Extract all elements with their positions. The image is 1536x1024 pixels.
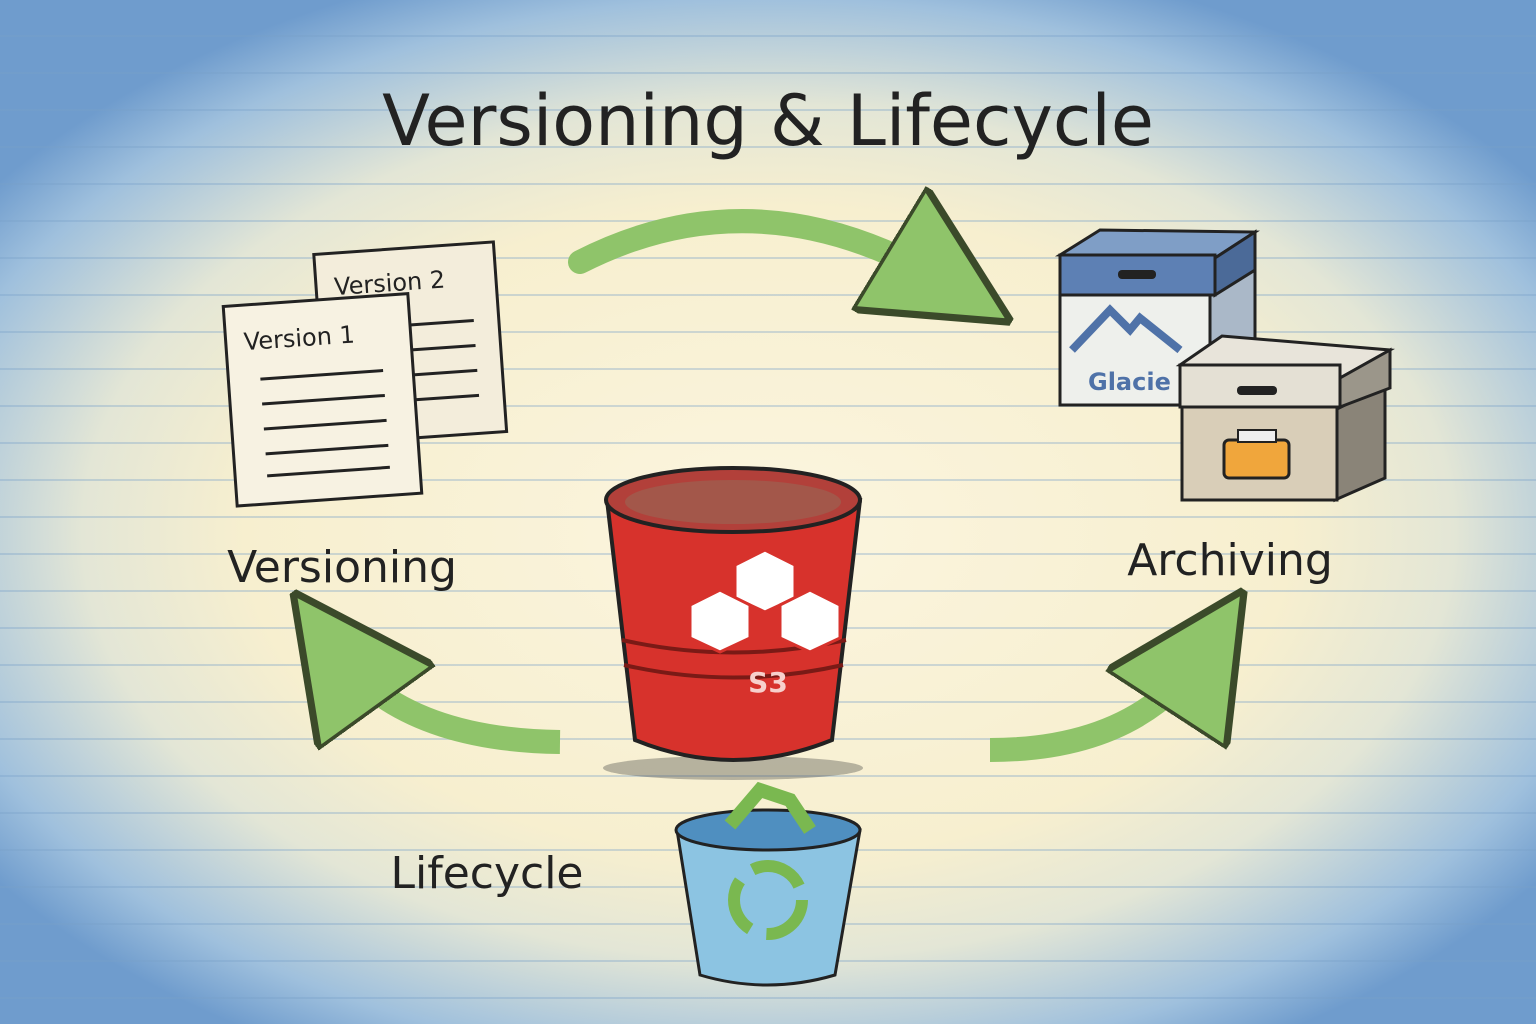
bucket-label: S3	[748, 666, 788, 699]
page-title: Versioning & Lifecycle	[382, 80, 1154, 162]
arrow-icon	[568, 221, 950, 285]
recycle-bin-icon	[674, 781, 862, 987]
versioning-label: Versioning	[227, 542, 457, 593]
document-icon: Version 1	[221, 292, 424, 508]
cubes-icon	[688, 548, 842, 654]
archiving-label: Archiving	[1127, 535, 1333, 586]
lifecycle-label: Lifecycle	[390, 848, 583, 899]
arrow-icon	[335, 650, 561, 754]
s3-bucket-icon: S3	[603, 466, 863, 780]
archive-box-icon	[1175, 334, 1396, 503]
arrow-icon	[989, 650, 1205, 762]
glacier-label: Glacie	[1088, 368, 1171, 396]
